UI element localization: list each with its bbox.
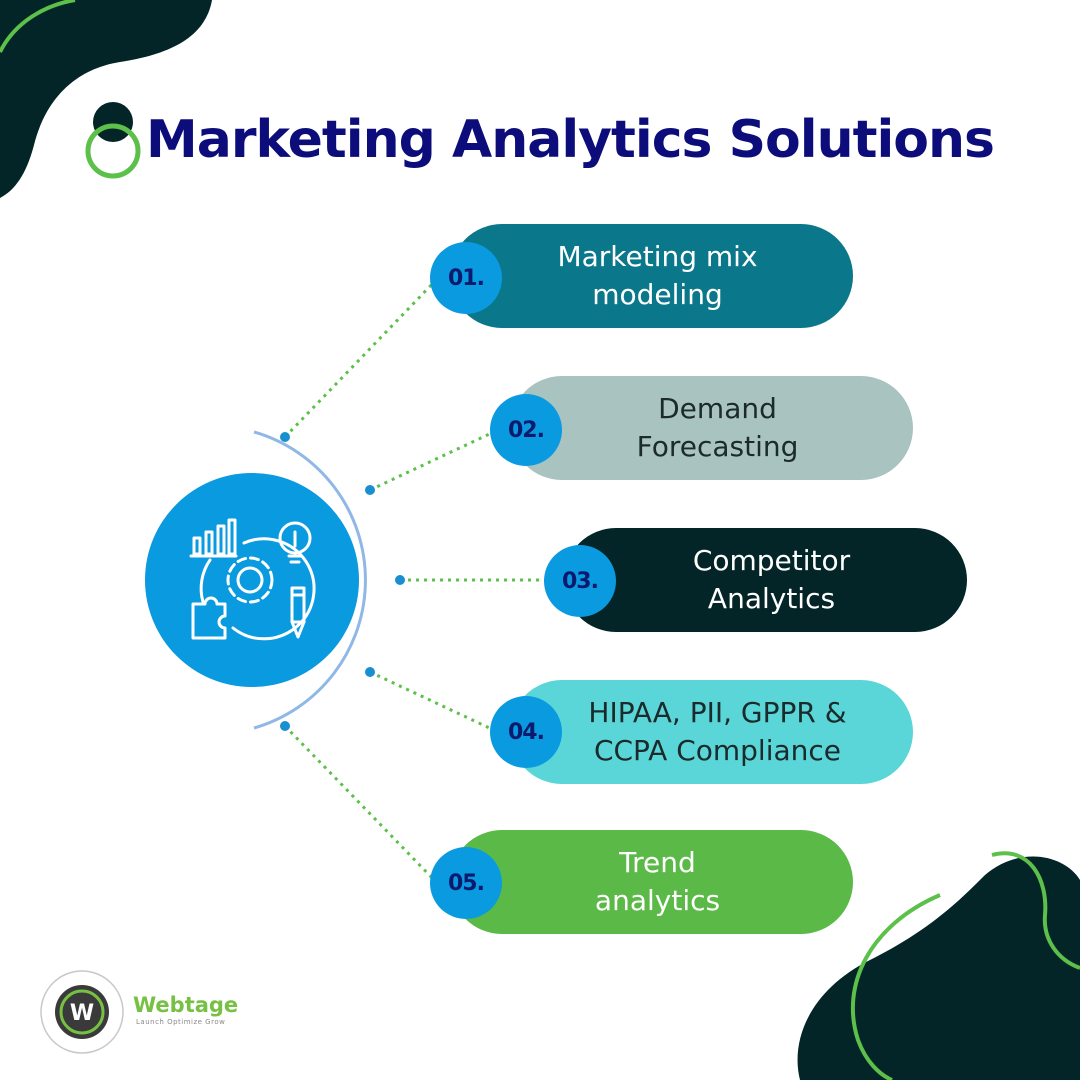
page-title: Marketing Analytics Solutions: [146, 110, 995, 170]
step-number-badge-04: 04.: [490, 696, 562, 768]
top-left-blob: [0, 0, 212, 198]
webtage-logo-icon: W: [40, 970, 124, 1054]
step-pill-01: Marketing mix modeling: [450, 224, 853, 328]
connector-04: [369, 670, 499, 734]
bottom-right-blob: [797, 856, 1080, 1080]
connector-dots: [280, 432, 405, 731]
title-bullet-ring-icon: [85, 123, 141, 179]
connector-05: [283, 724, 440, 886]
center-arc: [253, 430, 367, 730]
step-pill-03: Competitor Analytics: [564, 528, 967, 632]
step-number-badge-05: 05.: [430, 847, 502, 919]
step-label-04: HIPAA, PII, GPPR & CCPA Compliance: [588, 696, 847, 767]
top-left-blob-outline: [0, 0, 76, 53]
analytics-strategy-icon: [189, 518, 316, 641]
center-circle: [145, 473, 359, 687]
step-label-03: Competitor Analytics: [692, 544, 851, 615]
step-number-badge-01: 01.: [430, 242, 502, 314]
step-label-05: Trend analytics: [594, 846, 721, 917]
connector-02: [369, 428, 499, 492]
brand-name: Webtage: [133, 993, 239, 1017]
connectors: [283, 276, 548, 886]
step-number-badge-03: 03.: [544, 545, 616, 617]
step-label-01: Marketing mix modeling: [557, 240, 758, 311]
step-label-02: Demand Forecasting: [636, 392, 799, 463]
connector-01: [283, 276, 440, 439]
bottom-right-blob-outline: [850, 893, 941, 1080]
step-number-badge-02: 02.: [490, 394, 562, 466]
brand-tagline: Launch Optimize Grow: [136, 1018, 226, 1026]
bottom-right-blob-curl: [991, 851, 1080, 970]
logo-letter: W: [70, 1001, 94, 1026]
step-pill-05: Trend analytics: [450, 830, 853, 934]
step-pill-02: Demand Forecasting: [510, 376, 913, 480]
step-pill-04: HIPAA, PII, GPPR & CCPA Compliance: [510, 680, 913, 784]
title-bullet-dark-icon: [93, 102, 133, 142]
